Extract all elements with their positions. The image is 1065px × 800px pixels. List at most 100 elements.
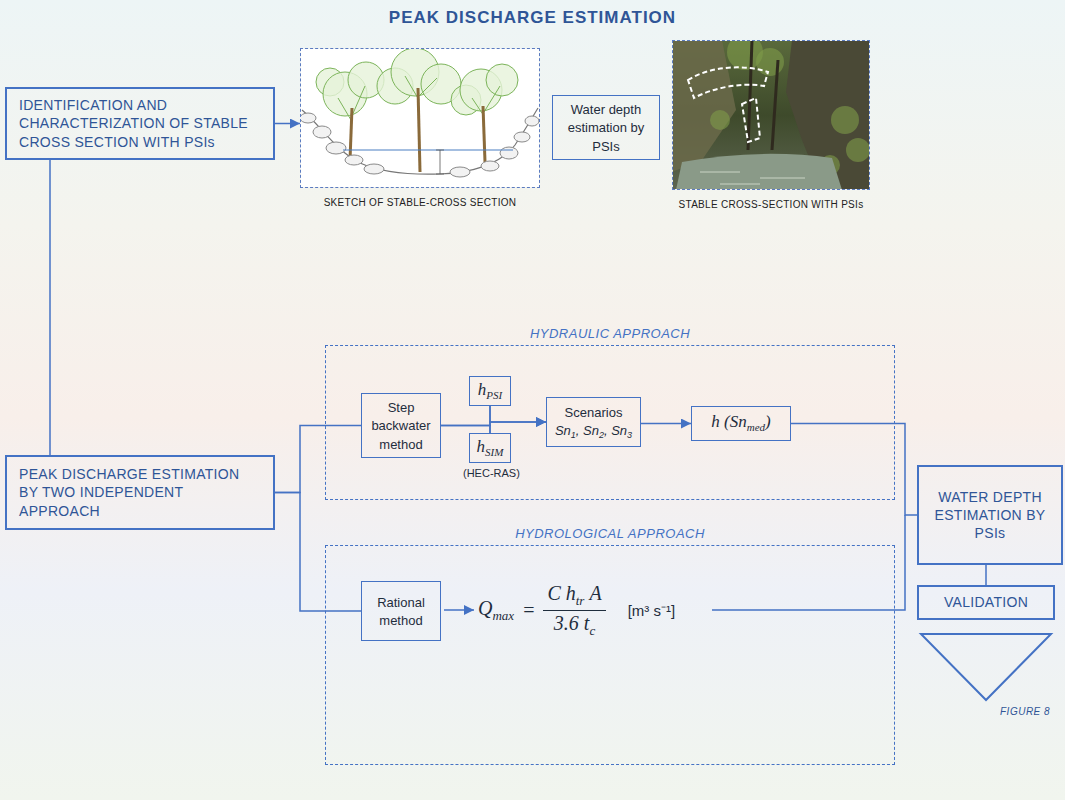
node-text: h (Sn (711, 412, 746, 431)
rock (481, 161, 499, 171)
node-text: Sn (555, 423, 571, 438)
tree-trunk (748, 41, 778, 150)
text-block: PEAK DISCHARGE ESTIMATION BY TWO INDEPEN… (19, 465, 261, 520)
text-line: Sn1, Sn2, Sn3 (555, 421, 632, 441)
rock (301, 113, 316, 123)
depth-marker (436, 150, 444, 174)
foliage (710, 110, 730, 130)
node-text: ) (765, 412, 771, 431)
variable-box: hSIM (469, 433, 511, 463)
method-box: Step backwater method (361, 393, 441, 458)
connector (49, 160, 51, 455)
foliage (831, 106, 859, 134)
node-text: Scenarios (565, 405, 623, 420)
text-line: WATER DEPTH ESTIMATION BY PSIs (926, 488, 1054, 543)
formula-numerator: C htrA (543, 582, 605, 611)
formula-term: 3.6 t (554, 612, 590, 634)
psi-outline (688, 67, 768, 98)
formula-subscript: tr (576, 593, 585, 608)
formula-part: Qmax (478, 597, 514, 624)
cross-section-sketch (301, 49, 539, 187)
region-heading: HYDROLOGICAL APPROACH (515, 526, 705, 541)
text-line: HYDRAULIC APPROACH (326, 324, 894, 342)
text-block: hPSI (478, 380, 502, 402)
rock (514, 132, 530, 142)
rock (525, 116, 539, 126)
node-text: med (747, 421, 765, 433)
photo-panel: STABLE CROSS-SECTION WITH PSIs (672, 40, 870, 190)
node-text: Step backwater method (371, 400, 430, 452)
tree-canopy (486, 64, 518, 96)
variable-box: hPSI (469, 376, 511, 406)
connector (275, 425, 361, 492)
tree-trunk (772, 60, 778, 150)
figure-caption: SKETCH OF STABLE-CROSS SECTION (324, 197, 517, 208)
text-block: h (Snmed) (711, 412, 770, 434)
formula: Qmax = C htrA 3.6 tc [m³ s⁻¹] (478, 586, 675, 634)
text-line: STABLE CROSS-SECTION WITH PSIs (653, 194, 889, 212)
node-text: , Sn (576, 423, 599, 438)
figure-number: FIGURE 8 (1000, 706, 1050, 717)
formula-part: = (523, 599, 534, 622)
text-line: Step backwater method (369, 398, 433, 453)
text-block: Water depth estimation by PSIs (560, 100, 652, 155)
node-text: WATER DEPTH ESTIMATION BY PSIs (935, 489, 1046, 541)
formula-unit: [m³ s⁻¹] (628, 600, 676, 620)
connector (985, 565, 987, 585)
text-line: hPSI (478, 380, 502, 402)
text-line: HYDROLOGICAL APPROACH (326, 524, 894, 542)
node-text: 2 (599, 430, 604, 440)
node-text: h (477, 437, 486, 456)
scenario-box: ScenariosSn1, Sn2, Sn3 (546, 397, 641, 447)
node-text: h (478, 380, 487, 399)
node-text: , Sn (604, 423, 627, 438)
region-heading: HYDRAULIC APPROACH (530, 326, 690, 341)
stream-photo (673, 41, 869, 189)
diagram-title: PEAK DISCHARGE ESTIMATION (0, 8, 1065, 28)
formula-term: Q (478, 597, 492, 619)
text-line: VALIDATION (944, 593, 1028, 611)
label-holder: FIGURE 8 (1000, 706, 1050, 717)
formula-term: C h (547, 582, 575, 604)
text-block: WATER DEPTH ESTIMATION BY PSIs (926, 488, 1054, 543)
tree-trunk (350, 88, 485, 172)
connector (441, 425, 490, 433)
text-line: PEAK DISCHARGE ESTIMATION BY TWO INDEPEN… (19, 465, 261, 520)
formula-denominator: 3.6 tc (550, 611, 599, 639)
foliage (756, 48, 784, 76)
rock (500, 147, 518, 159)
node-text: PEAK DISCHARGE ESTIMATION BY TWO INDEPEN… (19, 466, 239, 518)
tree-trunk (748, 41, 752, 150)
sketch-panel: SKETCH OF STABLE-CROSS SECTION (300, 48, 540, 188)
rock (345, 155, 363, 165)
text-line: hSIM (477, 437, 504, 459)
node-text: 3 (627, 430, 632, 440)
label-holder: (HEC-RAS) (463, 467, 520, 479)
connector (275, 123, 300, 125)
process-box: Water depth estimation by PSIs (552, 95, 660, 160)
process-box: IDENTIFICATION AND CHARACTERIZATION OF S… (5, 87, 275, 160)
node-text: Rational method (377, 595, 425, 628)
text-line: h (Snmed) (711, 412, 770, 434)
text-block: STABLE CROSS-SECTION WITH PSIs (653, 194, 889, 212)
water-glint (700, 172, 805, 184)
rock (313, 126, 331, 138)
formula-subscript: max (492, 608, 514, 623)
rock (450, 167, 470, 177)
rock (301, 113, 539, 177)
formula-sign: = (523, 599, 534, 621)
process-box: WATER DEPTH ESTIMATION BY PSIs (917, 465, 1063, 565)
text-line: Water depth estimation by PSIs (560, 100, 652, 155)
node-text: 1 (571, 430, 576, 440)
figure-caption: STABLE CROSS-SECTION WITH PSIs (679, 199, 864, 210)
connector (641, 423, 691, 425)
output-triangle (921, 634, 1051, 700)
water-line (343, 149, 513, 150)
text-block: VALIDATION (944, 593, 1028, 611)
rock (364, 164, 384, 174)
text-line: IDENTIFICATION AND CHARACTERIZATION OF S… (19, 96, 261, 151)
text-line: Scenarios (555, 403, 632, 421)
merge-line (712, 515, 905, 610)
text-block: IDENTIFICATION AND CHARACTERIZATION OF S… (19, 96, 261, 151)
